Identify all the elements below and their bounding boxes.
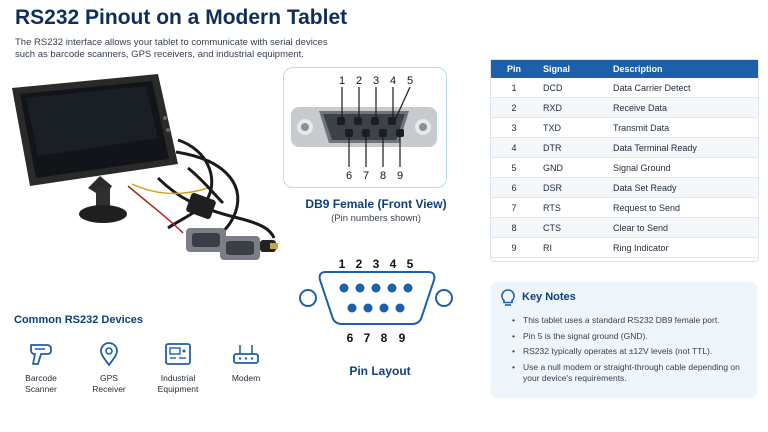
layout-pin-label: 9 (399, 331, 406, 345)
pin-cell: 9 (491, 237, 537, 258)
device-industrial-equipment: Industrial Equipment (146, 341, 210, 395)
devices-section-title: Common RS232 Devices (14, 314, 143, 326)
pin-cell: 3 (491, 117, 537, 138)
column-header-pin: Pin (491, 60, 537, 78)
pin-cell: 4 (491, 137, 537, 158)
intro-line: The RS232 interface allows your tablet t… (15, 37, 328, 48)
signal-cell: DSR (537, 177, 607, 198)
front-pin-label: 3 (373, 75, 379, 87)
layout-pin-label: 5 (407, 257, 414, 271)
front-pin-label: 9 (397, 170, 403, 182)
signal-cell: RI (537, 237, 607, 258)
front-pin-label: 5 (407, 75, 413, 87)
front-view-subtitle: (Pin numbers shown) (331, 213, 421, 224)
layout-pin-label: 2 (356, 257, 363, 271)
layout-pin-label: 1 (339, 257, 346, 271)
intro-text: The RS232 interface allows your tablet t… (15, 37, 345, 61)
front-pin-label: 6 (346, 170, 352, 182)
table-header-row: Pin Signal Description (491, 60, 758, 78)
db9-front-view-diagram: 1 2 3 4 5 6 7 8 9 (291, 75, 437, 182)
signal-cell: GND (537, 157, 607, 178)
tablet-illustration (12, 74, 278, 260)
signal-cell: RXD (537, 97, 607, 118)
device-label-line: Receiver (92, 384, 126, 394)
column-header-signal: Signal (537, 60, 607, 78)
pin-layout-diagram: 1 2 3 4 5 6 7 8 9 (299, 257, 453, 345)
modem-icon (233, 345, 259, 364)
note-item: This tablet uses a standard RS232 DB9 fe… (512, 315, 752, 327)
front-view-title: DB9 Female (Front View) (305, 197, 447, 211)
device-modem: Modem (214, 341, 278, 384)
key-notes-list: This tablet uses a standard RS232 DB9 fe… (512, 315, 752, 389)
front-pin-label: 1 (339, 75, 345, 87)
description-cell: Data Terminal Ready (607, 137, 758, 158)
pin-cell: 5 (491, 157, 537, 178)
layout-pin-label: 3 (373, 257, 380, 271)
lightbulb-icon (501, 289, 515, 306)
signal-cell: TXD (537, 117, 607, 138)
description-cell: Receive Data (607, 97, 758, 118)
description-cell: Clear to Send (607, 217, 758, 238)
map-pin-icon (100, 342, 118, 367)
pin-cell: 1 (491, 78, 537, 98)
pin-cell: 2 (491, 97, 537, 118)
note-item: RS232 typically operates at ±12V levels … (512, 346, 752, 358)
column-header-description: Description (607, 60, 758, 78)
description-cell: Data Carrier Detect (607, 78, 758, 98)
note-item: Pin 5 is the signal ground (GND). (512, 331, 752, 343)
device-label-line: Modem (231, 373, 261, 383)
device-label: Modem (214, 373, 278, 384)
pin-cell: 7 (491, 197, 537, 218)
barcode-scanner-icon (30, 344, 52, 365)
key-notes-title: Key Notes (522, 291, 576, 303)
pin-cell: 8 (491, 217, 537, 238)
layout-pin-label: 6 (347, 331, 354, 345)
layout-pin-label: 4 (390, 257, 397, 271)
pin-cell: 6 (491, 177, 537, 198)
device-label-line: Industrial (160, 373, 196, 383)
layout-pin-label: 8 (381, 331, 388, 345)
device-barcode-scanner: Barcode Scanner (9, 341, 73, 395)
description-cell: Request to Send (607, 197, 758, 218)
device-label-line: GPS (100, 373, 118, 383)
device-label-line: Equipment (157, 384, 199, 394)
device-label: Industrial Equipment (146, 373, 210, 395)
description-cell: Signal Ground (607, 157, 758, 178)
page-title: RS232 Pinout on a Modern Tablet (15, 6, 348, 29)
signal-cell: CTS (537, 217, 607, 238)
device-label: Barcode Scanner (9, 373, 73, 395)
description-cell: Ring Indicator (607, 237, 758, 258)
device-label: GPS Receiver (77, 373, 141, 395)
note-item: Use a null modem or straight-through cab… (512, 362, 752, 385)
front-pin-label: 2 (356, 75, 362, 87)
device-label-line: Barcode (25, 373, 57, 383)
device-label-line: Scanner (25, 384, 57, 394)
signal-cell: RTS (537, 197, 607, 218)
front-pin-label: 8 (380, 170, 386, 182)
signal-cell: DTR (537, 137, 607, 158)
signal-cell: DCD (537, 78, 607, 98)
device-gps-receiver: GPS Receiver (77, 341, 141, 395)
front-pin-label: 7 (363, 170, 369, 182)
front-pin-label: 4 (390, 75, 396, 87)
pin-layout-title: Pin Layout (349, 364, 411, 378)
description-cell: Transmit Data (607, 117, 758, 138)
intro-line: such as barcode scanners, GPS receivers,… (15, 49, 304, 60)
pinout-table-frame (490, 59, 759, 262)
description-cell: Data Set Ready (607, 177, 758, 198)
control-panel-icon (165, 343, 191, 365)
layout-pin-label: 7 (364, 331, 371, 345)
